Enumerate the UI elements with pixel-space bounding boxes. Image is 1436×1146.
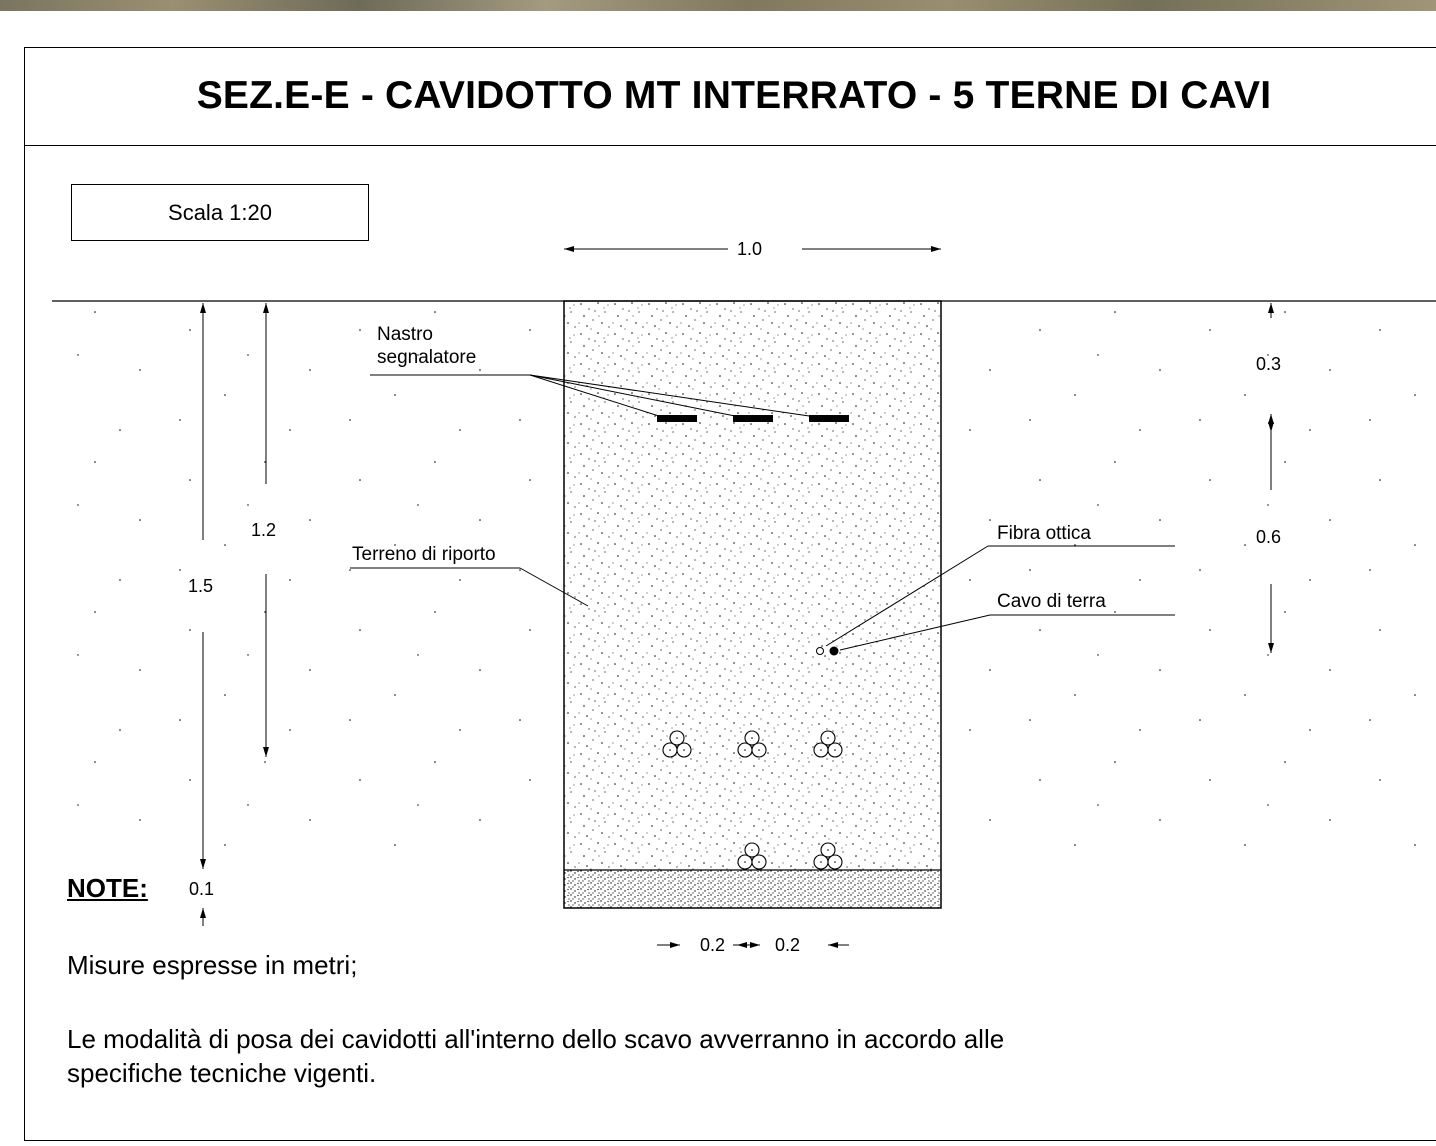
- fiber-label: Fibra ottica: [997, 523, 1091, 544]
- note-units: Misure espresse in metri;: [67, 950, 358, 980]
- fiber-cable: [816, 647, 824, 655]
- trench-bedding: [564, 870, 941, 908]
- dim-bedding: 0.1: [189, 879, 215, 899]
- dim-cable-depth: 1.2: [251, 520, 277, 540]
- trench-outline: [563, 300, 942, 909]
- drawing-frame: [24, 47, 1436, 1141]
- drawing-title: SEZ.E-E - CAVIDOTTO MT INTERRATO - 5 TER…: [196, 74, 1272, 117]
- tape-label: Nastro segnalatore: [377, 324, 477, 368]
- tape-2: [733, 415, 773, 422]
- earth-cable: [829, 646, 839, 656]
- trench-backfill: [564, 301, 941, 870]
- notes-title: NOTE:: [67, 873, 148, 903]
- backfill-label: Terreno di riporto: [352, 544, 496, 565]
- dim-total-depth: 1.5: [188, 576, 214, 596]
- aerial-photo-strip: [0, 0, 1436, 11]
- dim-mid-span: 0.6: [1256, 527, 1282, 547]
- tape-3: [809, 415, 849, 422]
- dim-spacing-left: 0.2: [700, 935, 726, 955]
- dim-top-cover: 0.3: [1256, 354, 1282, 374]
- soil-right: [950, 308, 1436, 848]
- soil-left: [60, 308, 558, 848]
- scale-box: Scala 1:20: [71, 184, 369, 241]
- scale-label: Scala 1:20: [168, 199, 272, 225]
- ground-cable-label: Cavo di terra: [997, 591, 1106, 612]
- note-installation: Le modalità di posa dei cavidotti all'in…: [67, 1024, 1005, 1088]
- dim-trench-width: 1.0: [737, 239, 763, 259]
- tape-1: [657, 415, 697, 422]
- title-band: [24, 47, 1436, 146]
- dim-spacing-right: 0.2: [775, 935, 801, 955]
